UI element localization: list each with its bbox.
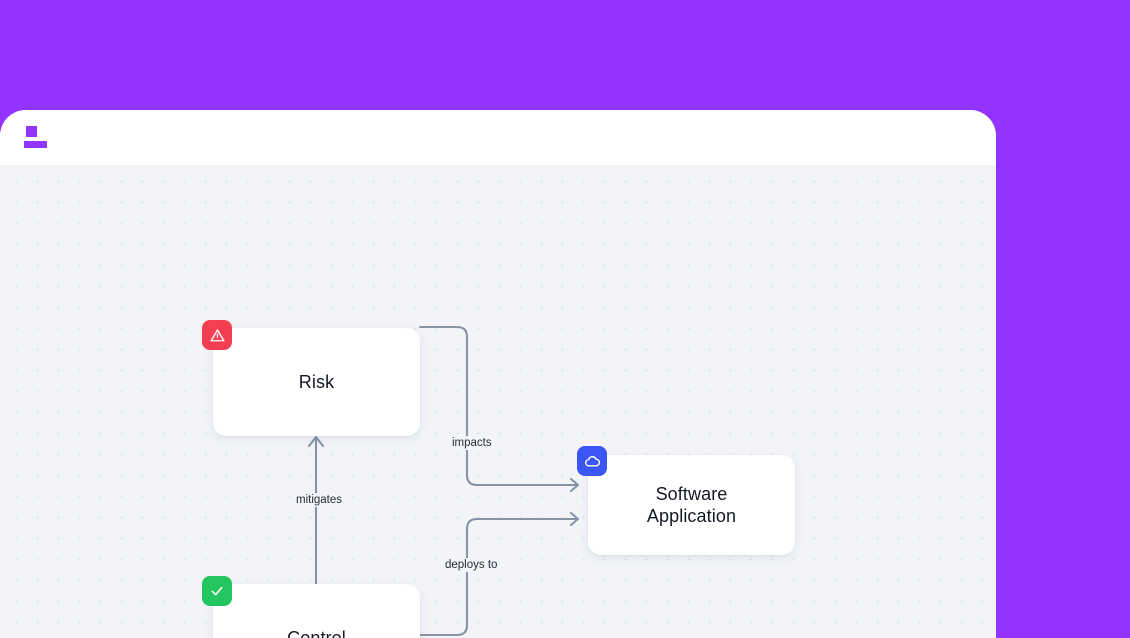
node-control-label: Control bbox=[287, 627, 346, 638]
node-control[interactable]: Control bbox=[213, 584, 420, 638]
edge-impacts-arrowhead bbox=[569, 477, 580, 493]
app-window-card: impacts mitigates deploys to Risk Contro… bbox=[0, 110, 996, 638]
warning-triangle-icon bbox=[202, 320, 232, 350]
edge-label-impacts[interactable]: impacts bbox=[448, 436, 496, 450]
node-app-label-line1: Software bbox=[655, 483, 728, 504]
node-app-label-line2: Application bbox=[646, 506, 737, 526]
node-software-application-label: Software Application bbox=[647, 483, 736, 528]
edge-mitigates-arrowhead bbox=[307, 435, 325, 448]
logo-bar-icon[interactable] bbox=[24, 141, 47, 148]
edge-impacts-path bbox=[418, 325, 580, 487]
node-risk-label: Risk bbox=[298, 371, 335, 392]
cloud-icon bbox=[577, 446, 607, 476]
check-icon bbox=[202, 576, 232, 606]
node-risk[interactable]: Risk bbox=[213, 328, 420, 436]
edge-label-mitigates[interactable]: mitigates bbox=[292, 493, 347, 507]
logo-square-icon[interactable] bbox=[26, 126, 37, 137]
edge-label-deploys-to[interactable]: deploys to bbox=[441, 558, 502, 572]
edge-deploys-arrowhead bbox=[569, 511, 580, 527]
node-software-application[interactable]: Software Application bbox=[588, 455, 795, 555]
edge-deploys-path bbox=[418, 517, 580, 637]
app-header bbox=[0, 110, 996, 165]
diagram-canvas[interactable]: impacts mitigates deploys to Risk Contro… bbox=[0, 165, 996, 638]
